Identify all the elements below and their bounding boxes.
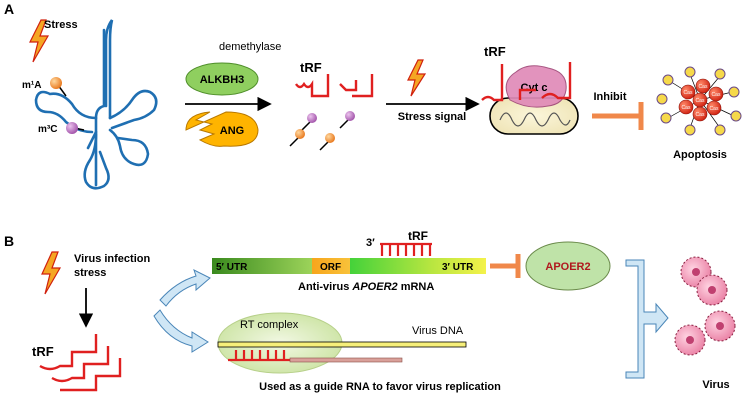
- caspase-label: Cas: [696, 112, 705, 118]
- virus-icon: [674, 324, 706, 356]
- cytc-label: Cyt c: [521, 82, 548, 94]
- virus-dna-strand: [217, 341, 467, 348]
- virus-infection-label: Virus infection: [74, 253, 150, 265]
- guide-trf: [228, 350, 290, 362]
- utr5-label: 5′ UTR: [216, 262, 248, 273]
- m1a-label: m¹A: [22, 80, 41, 91]
- virus-dna-label: Virus DNA: [412, 325, 464, 337]
- trf-on-mitochondrion: [481, 62, 572, 102]
- ang-enzyme: [185, 111, 259, 147]
- demethylase-label: demethylase: [219, 41, 281, 53]
- caspase-label: Cas: [684, 90, 693, 96]
- reverse-transcribed-strand: [289, 357, 403, 363]
- trf-label-a: tRF: [300, 60, 322, 75]
- caspase-label: Cas: [682, 105, 691, 111]
- trf-fragments: [295, 74, 374, 98]
- branch-arrow-up: [159, 269, 211, 307]
- released-modifications: [289, 111, 355, 151]
- virus-label: Virus: [702, 379, 729, 391]
- rt-complex-label: RT complex: [240, 319, 299, 331]
- lightning-bolt-icon: [29, 19, 50, 63]
- trf-fragments-b: [39, 334, 122, 392]
- apoptosis-label: Apoptosis: [673, 149, 727, 161]
- m1a-modification: [50, 77, 62, 89]
- virus-stress-label: stress: [74, 267, 106, 279]
- panel-a-label: A: [4, 1, 14, 17]
- stress-label-a: Stress: [44, 19, 78, 31]
- lightning-bolt-icon: [407, 59, 427, 97]
- trf-label-mito: tRF: [484, 44, 506, 59]
- apoer2-mrna: [212, 258, 486, 274]
- guide-rna-caption: Used as a guide RNA to favor virus repli…: [259, 381, 501, 393]
- caspase-label: Cas: [710, 106, 719, 112]
- alkbh3-label: ALKBH3: [200, 74, 245, 86]
- orf-label: ORF: [320, 262, 341, 273]
- caspase-label: Cas: [696, 98, 705, 104]
- m3c-modification: [66, 122, 78, 134]
- virus-icon: [704, 310, 736, 342]
- alkbh3-enzyme: [185, 62, 259, 96]
- trna-cloverleaf: [34, 19, 158, 190]
- virus-particles: [674, 256, 736, 356]
- caspase-label: Cas: [699, 84, 708, 90]
- ang-label: ANG: [220, 125, 244, 137]
- panel-b-label: B: [4, 233, 14, 249]
- stress-signal-label: Stress signal: [398, 111, 466, 123]
- trf-label-top: tRF: [408, 229, 428, 243]
- apoer2-protein: [525, 241, 611, 291]
- m3c-label: m³C: [38, 124, 57, 135]
- lightning-bolt-icon: [41, 251, 62, 295]
- caspase-label: Cas: [712, 92, 721, 98]
- three-prime-label: 3′: [366, 237, 375, 249]
- bracket-arrow: [625, 259, 669, 379]
- apoer2-label: APOER2: [545, 261, 590, 273]
- virus-icon: [696, 274, 728, 306]
- branch-arrow-down: [153, 309, 209, 353]
- utr3-label: 3′ UTR: [442, 262, 474, 273]
- inhibit-label: Inhibit: [594, 91, 627, 103]
- trf-label-b: tRF: [32, 344, 54, 359]
- mrna-caption: Anti-virus APOER2 mRNA: [298, 281, 434, 293]
- trf-bound-mrna: [380, 242, 432, 256]
